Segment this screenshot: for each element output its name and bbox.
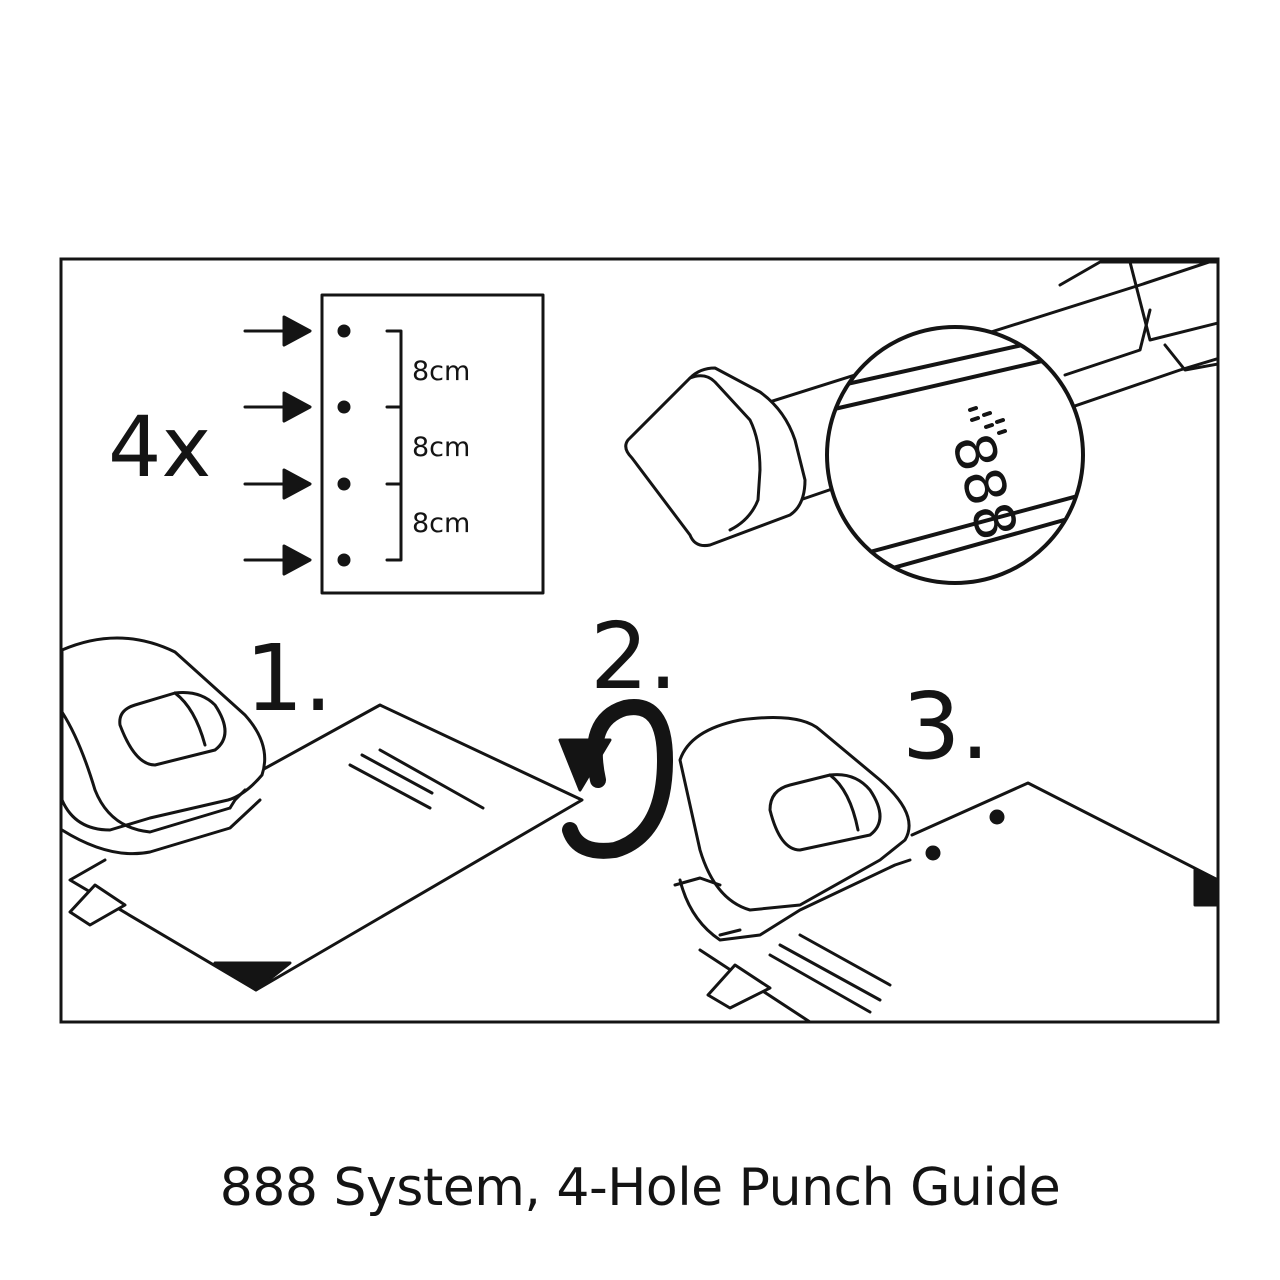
spacing-label: 8cm (412, 356, 470, 387)
step-3-label: 3. (902, 673, 990, 780)
dimension-bracket (385, 329, 403, 562)
step-2-label: 2. (590, 603, 678, 710)
arrow-right-icon (243, 468, 312, 500)
illustration-frame (59, 257, 1220, 1024)
spacing-label: 8cm (412, 508, 470, 539)
rotate-arrow-icon (558, 699, 673, 859)
step-3-illustration (673, 716, 1218, 1022)
hole-dot (337, 400, 351, 414)
hole-dot (337, 477, 351, 491)
hole-dot (337, 553, 351, 567)
arrow-right-icon (243, 544, 312, 576)
hole-dot (337, 324, 351, 338)
step-1-illustration (61, 636, 584, 992)
hole-count-label: 4x (108, 398, 211, 496)
paper-sheet (320, 293, 545, 595)
zoom-circle (825, 325, 1085, 585)
hole-spacing-diagram (243, 293, 545, 595)
arrow-right-icon (243, 315, 312, 347)
step-1-label: 1. (245, 625, 333, 732)
arrow-right-icon (243, 391, 312, 423)
diagram-caption: 888 System, 4-Hole Punch Guide (219, 1158, 1061, 1218)
spacing-label: 8cm (412, 432, 470, 463)
